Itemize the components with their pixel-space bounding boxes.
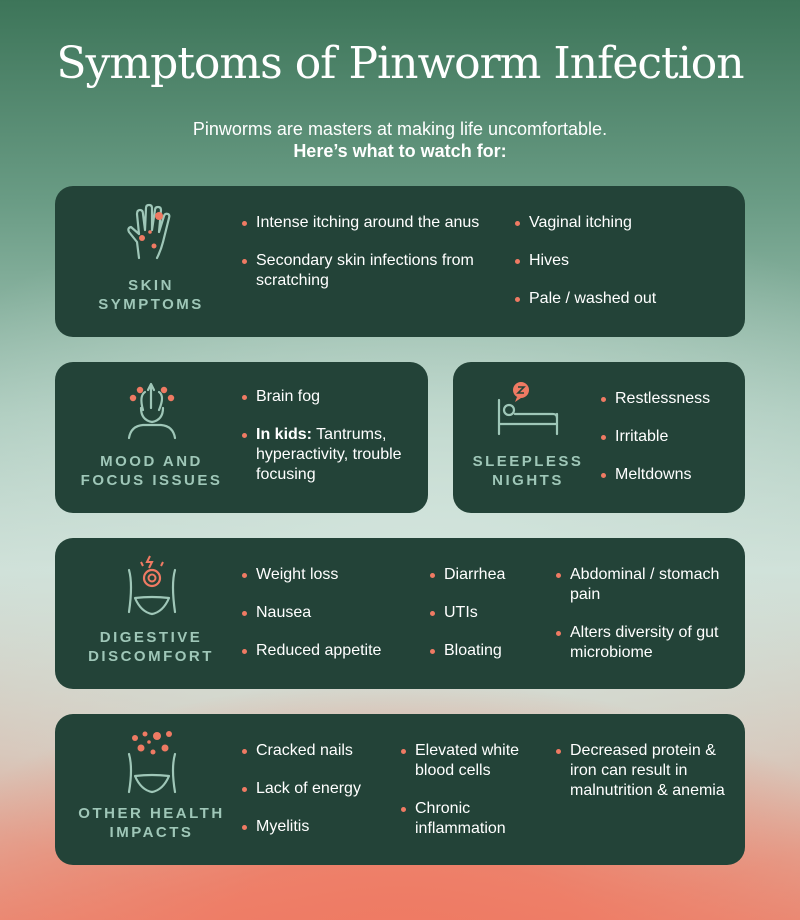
bed-icon [497, 382, 559, 436]
list-item: UTIs [430, 603, 540, 623]
skin-symptoms-card: SKIN SYMPTOMS Intense itching around the… [55, 186, 745, 337]
other-col-2: Elevated white blood cells Chronic infla… [401, 741, 551, 857]
skin-symptoms-label: SKIN SYMPTOMS [98, 277, 204, 313]
list-item: Weight loss [242, 565, 422, 585]
mood-focus-card: MOOD AND FOCUS ISSUES Brain fog In kids:… [55, 362, 428, 513]
list-item: Vaginal itching [515, 213, 725, 233]
sleepless-nights-label: SLEEPLESS NIGHTS [472, 453, 584, 489]
list-item: Intense itching around the anus [242, 213, 482, 233]
list-item: Chronic inflammation [401, 799, 551, 839]
skin-col-2: Vaginal itching Hives Pale / washed out [515, 213, 725, 327]
head-icon [127, 382, 177, 440]
page-title: Symptoms of Pinworm Infection [56, 38, 744, 89]
sleep-col-1: Restlessness Irritable Meltdowns [601, 389, 736, 503]
subtitle-line-1: Pinworms are masters at making life unco… [192, 119, 608, 139]
list-item: Pale / washed out [515, 289, 725, 309]
other-col-3: Decreased protein & iron can result in m… [556, 741, 726, 819]
list-item: Lack of energy [242, 779, 397, 799]
digestive-col-3: Abdominal / stomach pain Alters diversit… [556, 565, 731, 681]
hand-icon [127, 203, 171, 260]
list-item: Diarrhea [430, 565, 540, 585]
list-item: Secondary skin infections from scratchin… [242, 251, 482, 291]
page-subtitle: Pinworms are masters at making life unco… [0, 118, 800, 162]
list-item: Restlessness [601, 389, 736, 409]
abdomen-icon [127, 555, 177, 616]
list-item: In kids: Tantrums, hyperactivity, troubl… [242, 425, 417, 485]
list-item: Hives [515, 251, 725, 271]
other-health-label: OTHER HEALTH IMPACTS [78, 805, 225, 841]
list-item: Abdominal / stomach pain [556, 565, 731, 605]
mood-col-1: Brain fog In kids: Tantrums, hyperactivi… [242, 387, 417, 503]
digestive-card: DIGESTIVE DISCOMFORT Weight loss Nausea … [55, 538, 745, 689]
list-item: Reduced appetite [242, 641, 422, 661]
other-col-1: Cracked nails Lack of energy Myelitis [242, 741, 397, 855]
list-item: Meltdowns [601, 465, 736, 485]
list-item: Decreased protein & iron can result in m… [556, 741, 726, 801]
list-item: Elevated white blood cells [401, 741, 551, 781]
skin-col-1: Intense itching around the anus Secondar… [242, 213, 482, 309]
digestive-col-2: Diarrhea UTIs Bloating [430, 565, 540, 679]
subtitle-line-2: Here’s what to watch for: [293, 141, 507, 161]
sleepless-nights-card: SLEEPLESS NIGHTS Restlessness Irritable … [453, 362, 745, 513]
pelvis-icon [127, 731, 177, 794]
list-item: Alters diversity of gut microbiome [556, 623, 731, 663]
list-item: Cracked nails [242, 741, 397, 761]
list-item: Irritable [601, 427, 736, 447]
digestive-label: DIGESTIVE DISCOMFORT [88, 629, 214, 665]
list-item: Myelitis [242, 817, 397, 837]
list-item: Bloating [430, 641, 540, 661]
mood-focus-label: MOOD AND FOCUS ISSUES [80, 453, 223, 489]
list-item: Nausea [242, 603, 422, 623]
other-health-card: OTHER HEALTH IMPACTS Cracked nails Lack … [55, 714, 745, 865]
digestive-col-1: Weight loss Nausea Reduced appetite [242, 565, 422, 679]
list-item: Brain fog [242, 387, 417, 407]
